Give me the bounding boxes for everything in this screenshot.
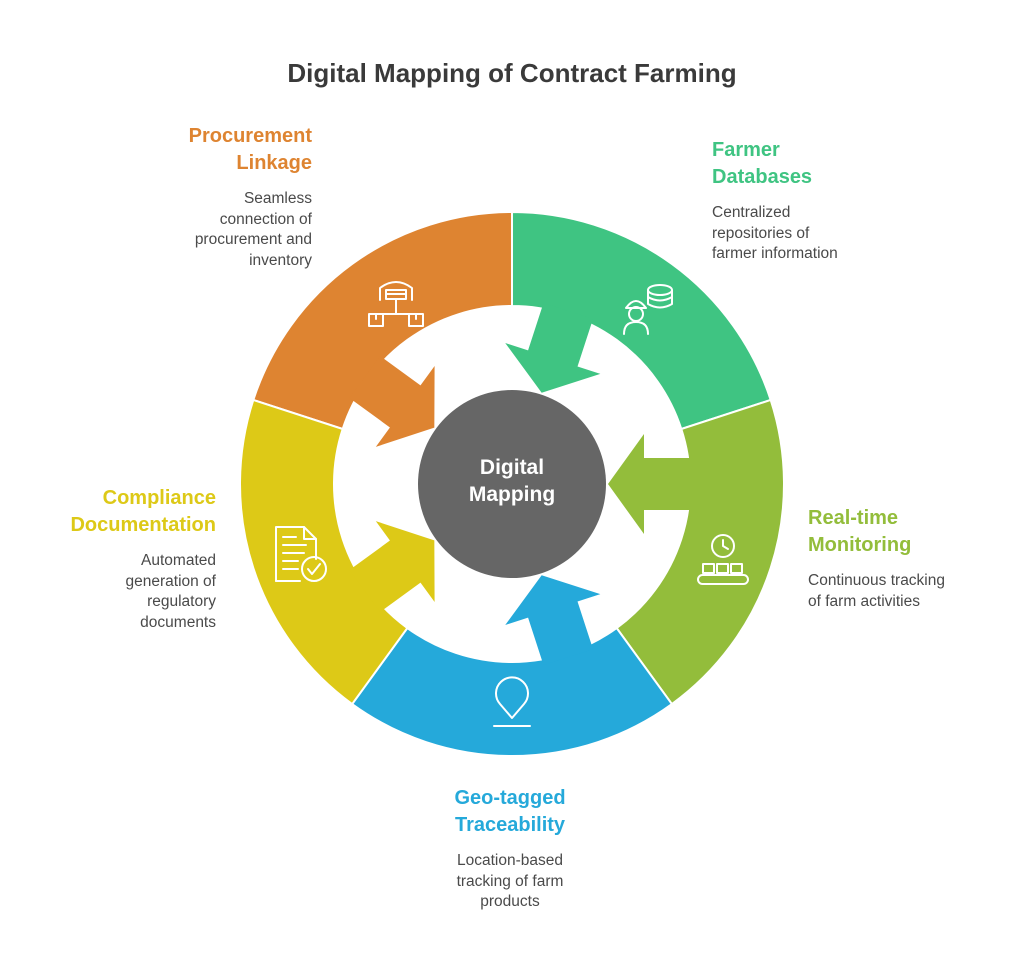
real-time-monitoring-heading: Real-time Monitoring [808, 507, 912, 556]
procurement-linkage-description: Seamless connection of procurement and i… [194, 190, 312, 269]
real-time-monitoring-label: Real-time Monitoring Continuous tracking… [808, 505, 1018, 612]
warehouse-network-icon [368, 281, 424, 327]
compliance-documentation-label: Compliance Documentation Automated gener… [0, 485, 216, 633]
arrow-compliance [349, 521, 435, 613]
compliance-documentation-description: Automated generation of regulatory docum… [125, 552, 217, 631]
farmer-databases-description: Centralized repositories of farmer infor… [712, 204, 838, 262]
geo-tagged-traceability-label: Geo-tagged Traceability Location-based t… [380, 785, 640, 913]
procurement-linkage-label: Procurement Linkage Seamless connection … [52, 123, 312, 271]
arrow-procurement [349, 355, 435, 447]
farmer-databases-label: Farmer Databases Centralized repositorie… [712, 137, 972, 265]
geo-tagged-traceability-description: Location-based tracking of farm products [456, 852, 564, 910]
real-time-monitoring-description: Continuous tracking of farm activities [808, 572, 945, 610]
arrow-realtime [608, 434, 694, 534]
arrow-farmer [505, 302, 601, 393]
compliance-documentation-heading: Compliance Documentation [70, 487, 216, 536]
ring-segment-geo [350, 626, 674, 757]
arrow-geo [505, 575, 601, 666]
diagram-title: Digital Mapping of Contract Farming [287, 58, 737, 88]
farmer-database-icon [623, 284, 673, 335]
geo-tagged-traceability-heading: Geo-tagged Traceability [454, 787, 566, 836]
procurement-linkage-heading: Procurement Linkage [188, 125, 312, 174]
farmer-databases-heading: Farmer Databases [712, 139, 813, 188]
location-pin-icon [493, 676, 531, 727]
document-check-icon [275, 526, 327, 582]
clock-conveyor-icon [697, 534, 749, 585]
center-hub [418, 390, 606, 578]
